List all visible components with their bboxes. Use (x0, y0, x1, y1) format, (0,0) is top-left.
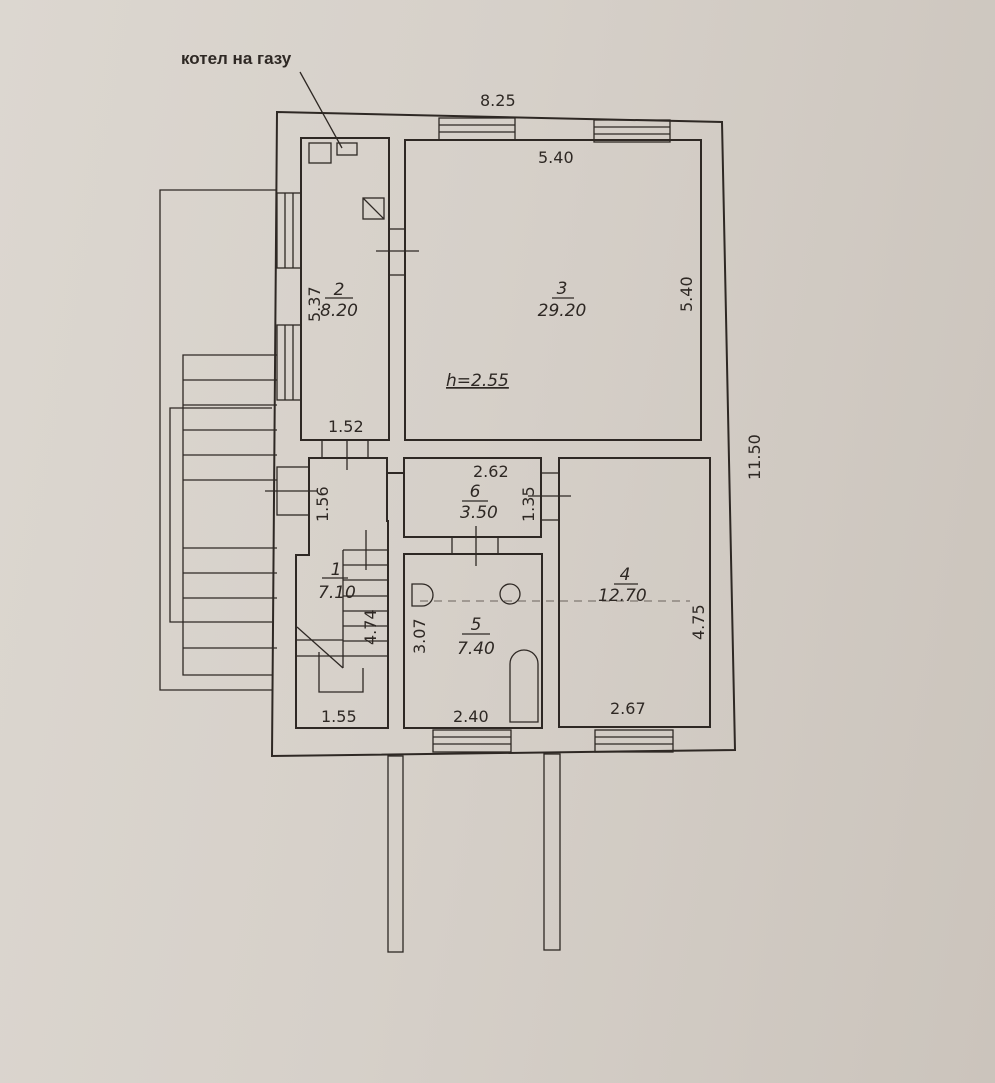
room-3-width: 5.40 (538, 148, 574, 167)
room-5-number: 5 (471, 615, 482, 635)
bathtub-icon (509, 649, 539, 723)
room-6-number: 6 (470, 482, 481, 502)
room-5-area: 7.40 (457, 639, 495, 659)
room-3-number: 3 (557, 279, 568, 299)
boiler-annotation: котел на газу (181, 49, 292, 68)
annotation-leader (299, 71, 343, 149)
overall-length: 11.50 (745, 434, 764, 480)
room-6-depth: 1.35 (519, 486, 538, 522)
room-3-area: 29.20 (538, 301, 587, 321)
room-4-outline (558, 457, 711, 728)
windows (276, 117, 674, 753)
room-1-hall-dim: 1.56 (313, 486, 332, 522)
porch (159, 189, 277, 691)
room-1-width: 1.55 (321, 707, 357, 726)
room-4-number: 4 (620, 565, 631, 585)
sink-icon (411, 583, 434, 607)
room-4-area: 12.70 (598, 586, 647, 606)
room-1-area: 7.10 (318, 583, 356, 603)
room-2-width: 1.52 (328, 417, 364, 436)
room-1-number: 1 (331, 560, 342, 580)
room-4-length: 4.75 (689, 604, 708, 640)
room-3-length: 5.40 (677, 276, 696, 312)
support-right (543, 753, 561, 951)
fixtures (308, 142, 690, 723)
room-6-area: 3.50 (460, 503, 498, 523)
room-3-outline (404, 139, 702, 441)
room-2-number: 2 (334, 280, 345, 300)
support-left (387, 755, 404, 953)
overall-width: 8.25 (480, 91, 516, 110)
room-6-width: 2.62 (473, 462, 509, 481)
room-5-width: 2.40 (453, 707, 489, 726)
interior-stairs (296, 530, 387, 693)
ceiling-height: h=2.55 (446, 371, 509, 391)
outer-wall (270, 110, 737, 758)
room-2-length: 5.37 (305, 286, 324, 322)
room-5-length: 3.07 (410, 618, 429, 654)
room-1-length: 4.74 (361, 609, 380, 645)
toilet-icon (499, 583, 521, 605)
room-4-width: 2.67 (610, 699, 646, 718)
room-2-area: 8.20 (320, 301, 358, 321)
doors (265, 228, 571, 566)
room-1-outline (295, 457, 405, 729)
